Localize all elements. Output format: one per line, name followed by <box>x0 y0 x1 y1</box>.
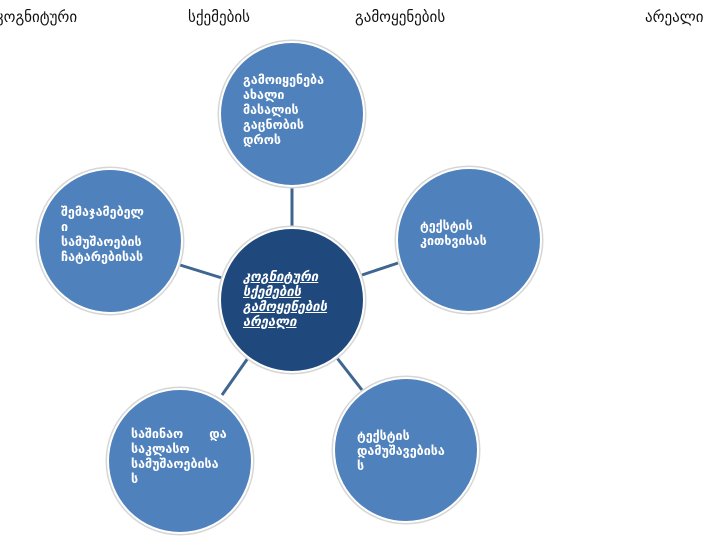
node-line: ახალი <box>243 86 285 102</box>
connector-bottom-right <box>335 357 364 391</box>
node-line: გაცნობის <box>243 116 304 132</box>
node-text-reading: ტექსტის კითხვისას <box>396 167 542 313</box>
node-summative-work: შემაჯამებელ ი სამუშაოების ჩატარებისას <box>37 168 183 314</box>
node-line: კითხვისას <box>420 233 487 248</box>
center-line: არეალი <box>243 315 297 330</box>
node-line: დროს <box>243 131 282 147</box>
node-line: ს <box>131 471 139 486</box>
connector-right <box>361 261 399 277</box>
node-line: სამუშაოების <box>61 234 142 249</box>
node-line: საკლასო <box>131 441 190 456</box>
node-new-material: გამოიყენება ახალი მასალის გაცნობის დროს <box>219 41 365 187</box>
node-line: დამუშავებისა <box>357 442 445 458</box>
center-line: სქემების <box>243 285 302 300</box>
node-line: სამუშაოებისა <box>131 456 219 471</box>
node-line: ტექსტის <box>420 218 473 233</box>
node-line: მასალის <box>243 101 299 117</box>
title-word-1: კოგნიტური <box>0 8 78 26</box>
title-word-2: სქემების <box>188 8 250 26</box>
connector-bottom-left <box>220 357 250 396</box>
title-word-3: გამოყენების <box>355 8 446 26</box>
connector-left <box>179 263 223 280</box>
node-line: საშინაო და <box>131 426 227 441</box>
center-line: კოგნიტური <box>243 270 319 285</box>
center-line: გამოყენების <box>243 300 328 315</box>
node-line: ს <box>357 457 365 473</box>
node-line: გამოიყენება <box>243 71 325 87</box>
node-line: ჩატარებისას <box>61 249 144 264</box>
node-line: ტექსტის <box>357 427 410 443</box>
node-text-processing: ტექსტის დამუშავებისა ს <box>333 377 479 523</box>
center-node: კოგნიტური სქემების გამოყენების არეალი <box>219 227 365 373</box>
node-line: ი <box>61 219 69 234</box>
node-homework-classwork: საშინაო და საკლასო სამუშაოებისა ს <box>107 388 253 534</box>
title-word-4: არეალი <box>645 8 704 26</box>
node-line: შემაჯამებელ <box>61 204 144 219</box>
